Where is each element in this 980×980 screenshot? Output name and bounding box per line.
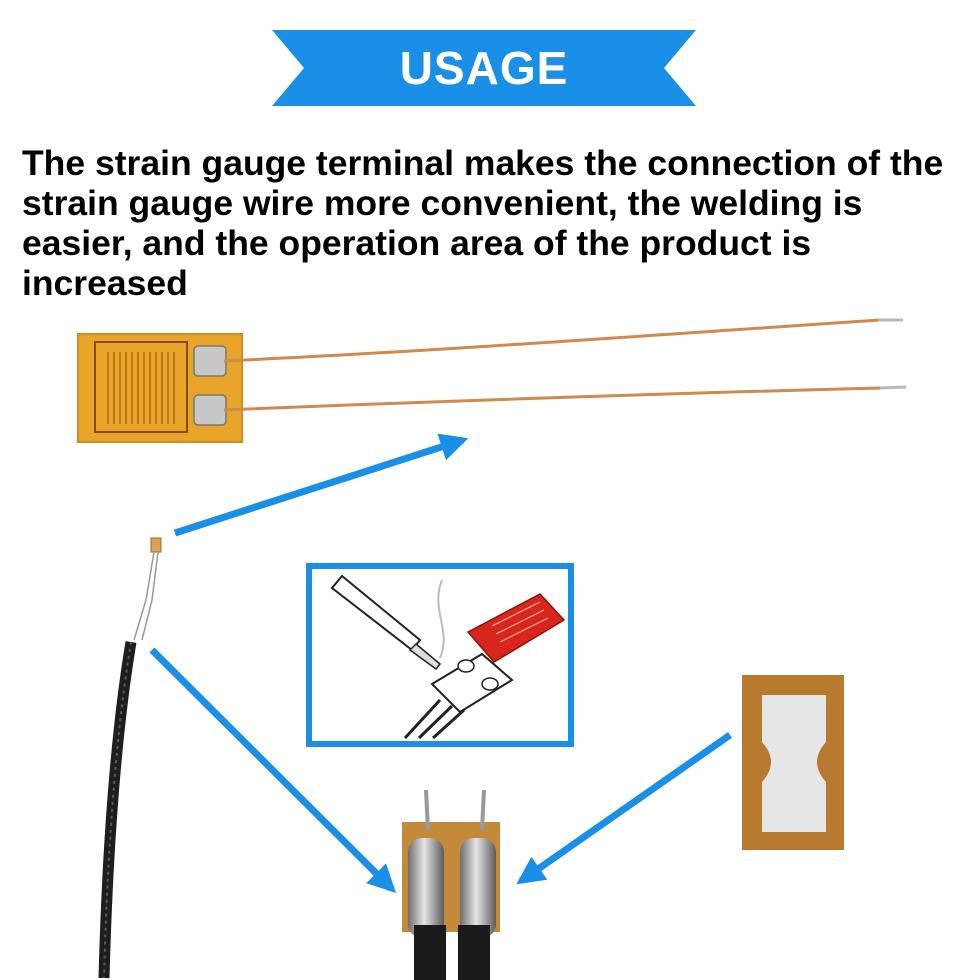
soldering-diagram (306, 563, 574, 747)
banner-title: USAGE (399, 42, 569, 94)
solder-joint-left (408, 838, 444, 938)
gauge-grid-pattern (107, 352, 175, 424)
arrow-to-soldered-terminal (149, 647, 396, 893)
tiny-terminal (150, 537, 162, 553)
pad-solder-right (481, 677, 499, 691)
gauge-solder-pad-bottom (193, 394, 227, 426)
usage-banner (272, 30, 696, 106)
lead-wire-top (223, 318, 881, 363)
lead-wire-bottom (223, 386, 883, 412)
pad-solder-left (457, 659, 475, 673)
gauge-solder-pad-top (193, 345, 227, 377)
solder-joint-right (460, 838, 496, 938)
pin-right (480, 789, 486, 831)
terminal-pad-photo (742, 675, 844, 850)
terminal-pad-copper (762, 695, 826, 832)
arrow-to-gauge (173, 433, 469, 537)
cable-braid (103, 641, 132, 979)
strain-gauge-with-leads (77, 318, 907, 443)
arrow-from-terminal-pad (516, 732, 733, 885)
soldering-iron-tip (408, 642, 442, 671)
soldered-terminal-photo (402, 789, 500, 980)
thin-leads (133, 551, 159, 641)
banner-ribbon-shape (272, 30, 696, 106)
smoke-trail (437, 579, 445, 659)
lead-wire-bottom-tip (879, 385, 907, 390)
gauge-grid-border (94, 341, 188, 433)
description-text: The strain gauge terminal makes the conn… (22, 143, 944, 303)
pin-left (424, 789, 430, 831)
drawn-wires (403, 698, 466, 740)
cable-right (458, 925, 490, 980)
black-cable (98, 641, 137, 979)
red-gauge-grid (491, 601, 549, 643)
red-strain-gauge (466, 593, 566, 663)
cable-left (414, 925, 446, 980)
terminal-on-cable (98, 537, 162, 979)
